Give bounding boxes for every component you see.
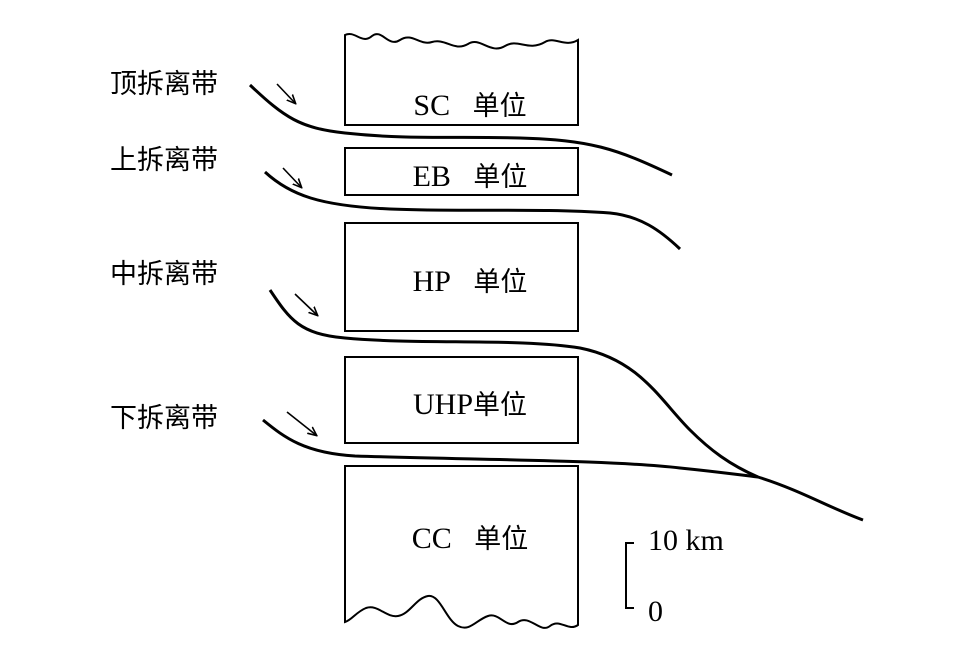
scale-bar — [625, 542, 634, 609]
detachment-label-upper: 上拆离带 — [110, 145, 218, 176]
scale-bottom-label: 0 — [648, 595, 663, 628]
unit-label-uhp: UHP单位 — [413, 383, 527, 422]
unit-code-eb: EB — [412, 160, 451, 193]
detachment-label-top: 顶拆离带 — [110, 69, 218, 100]
unit-code-cc: CC — [411, 522, 452, 555]
unit-label-sc: SC 单位 — [413, 84, 526, 123]
unit-suffix-hp: 单位 — [473, 267, 528, 298]
detachment-label-lower: 下拆离带 — [110, 403, 218, 434]
detachment-curve-top — [248, 83, 673, 177]
shear-arrow-middle — [294, 293, 317, 315]
unit-box-uhp — [344, 356, 579, 444]
detachment-curve-upper — [263, 170, 682, 251]
unit-code-hp: HP — [412, 265, 451, 298]
detachment-curve-lower — [262, 418, 864, 522]
unit-suffix-eb: 单位 — [473, 162, 528, 193]
unit-suffix-cc: 单位 — [474, 524, 529, 555]
unit-suffix-sc: 单位 — [472, 91, 527, 122]
scale-top-label: 10 km — [648, 524, 724, 557]
shear-arrow-top — [276, 83, 295, 103]
detachment-curve-middle — [268, 289, 759, 479]
unit-box-eb — [344, 147, 579, 196]
unit-label-eb: EB 单位 — [413, 155, 528, 194]
unit-label-cc: CC 单位 — [412, 517, 529, 556]
shear-arrow-lower — [286, 411, 316, 435]
unit-box-sc — [344, 32, 579, 126]
detachment-label-middle: 中拆离带 — [110, 259, 218, 290]
unit-label-hp: HP 单位 — [413, 260, 528, 299]
unit-suffix-uhp: 单位 — [473, 390, 528, 421]
shear-arrow-upper — [282, 167, 301, 187]
unit-code-sc: SC — [413, 89, 451, 122]
unit-code-uhp: UHP — [412, 388, 474, 421]
unit-box-hp — [344, 222, 579, 332]
unit-box-cc — [344, 465, 579, 629]
